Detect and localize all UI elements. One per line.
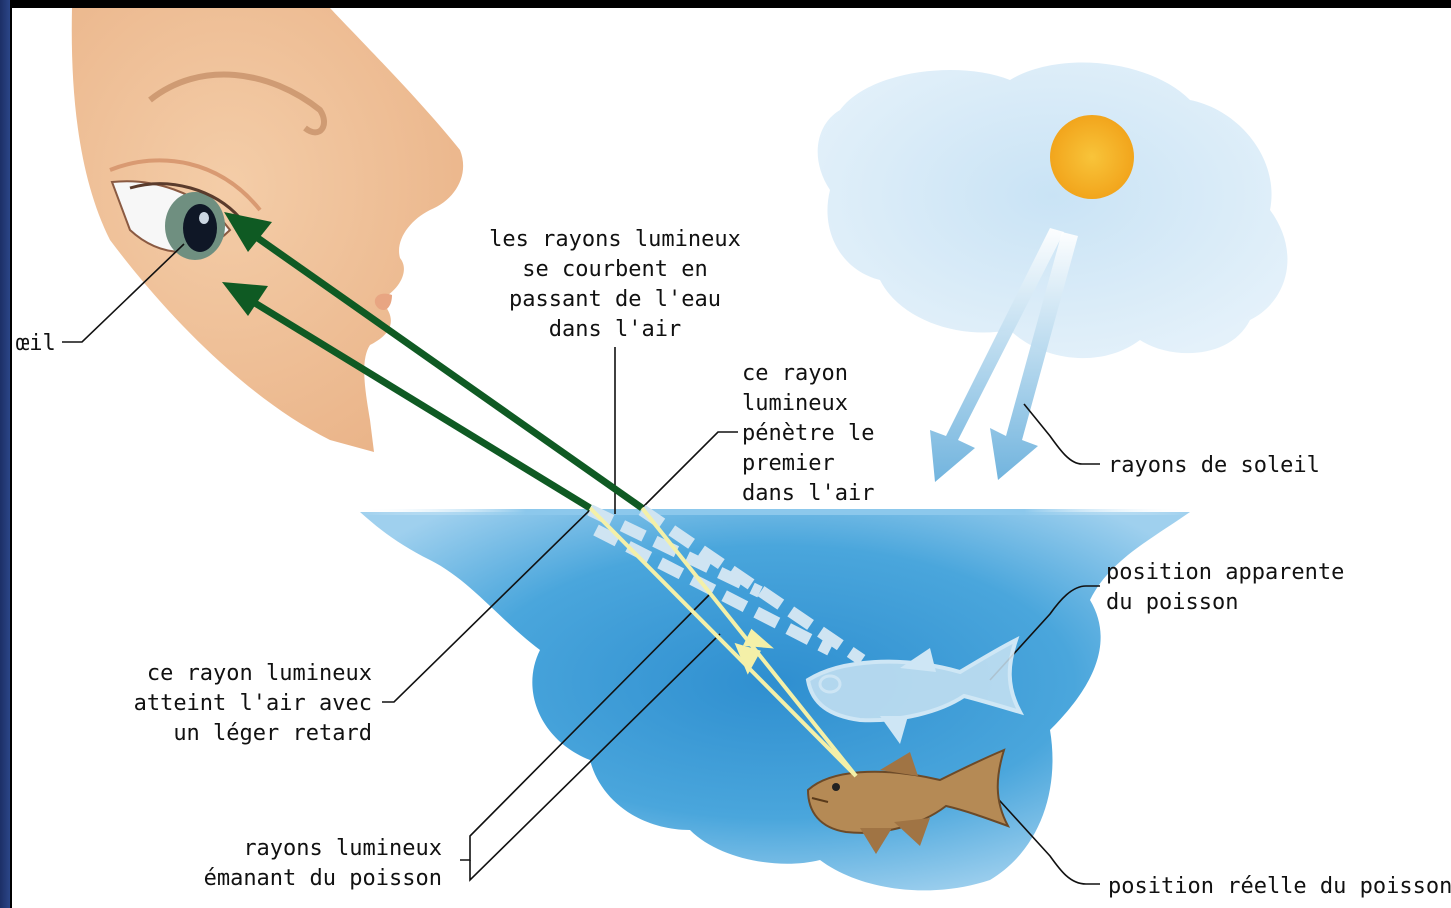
label-reelle: position réelle du poisson (1108, 874, 1451, 899)
water-body (360, 512, 1190, 890)
svg-text:ce rayon: ce rayon (742, 361, 848, 386)
svg-text:émanant du poisson: émanant du poisson (204, 866, 442, 891)
svg-text:passant de l'eau: passant de l'eau (509, 287, 721, 312)
svg-text:position apparente: position apparente (1106, 560, 1344, 585)
svg-text:se courbent en: se courbent en (522, 257, 707, 282)
svg-text:les rayons lumineux: les rayons lumineux (489, 227, 741, 252)
label-emanant: rayons lumineux émanant du poisson (204, 836, 442, 891)
svg-text:premier: premier (742, 451, 835, 476)
label-soleil: rayons de soleil (1108, 453, 1320, 478)
sun-icon (1050, 115, 1134, 199)
label-courbent: les rayons lumineux se courbent en passa… (489, 227, 741, 342)
svg-text:du poisson: du poisson (1106, 590, 1238, 615)
svg-text:ce rayon lumineux: ce rayon lumineux (147, 661, 372, 686)
label-retard: ce rayon lumineux atteint l'air avec un … (134, 661, 372, 746)
svg-text:un léger retard: un léger retard (173, 721, 372, 746)
label-apparente: position apparente du poisson (1106, 560, 1344, 615)
svg-text:pénètre le: pénètre le (742, 421, 874, 446)
water-surface (360, 509, 1190, 515)
svg-text:rayons lumineux: rayons lumineux (243, 836, 442, 861)
svg-text:dans l'air: dans l'air (742, 481, 874, 506)
svg-text:lumineux: lumineux (742, 391, 848, 416)
svg-text:atteint l'air avec: atteint l'air avec (134, 691, 372, 716)
label-oeil: œil (16, 331, 56, 356)
label-premier: ce rayon lumineux pénètre le premier dan… (742, 361, 874, 506)
svg-text:dans l'air: dans l'air (549, 317, 681, 342)
